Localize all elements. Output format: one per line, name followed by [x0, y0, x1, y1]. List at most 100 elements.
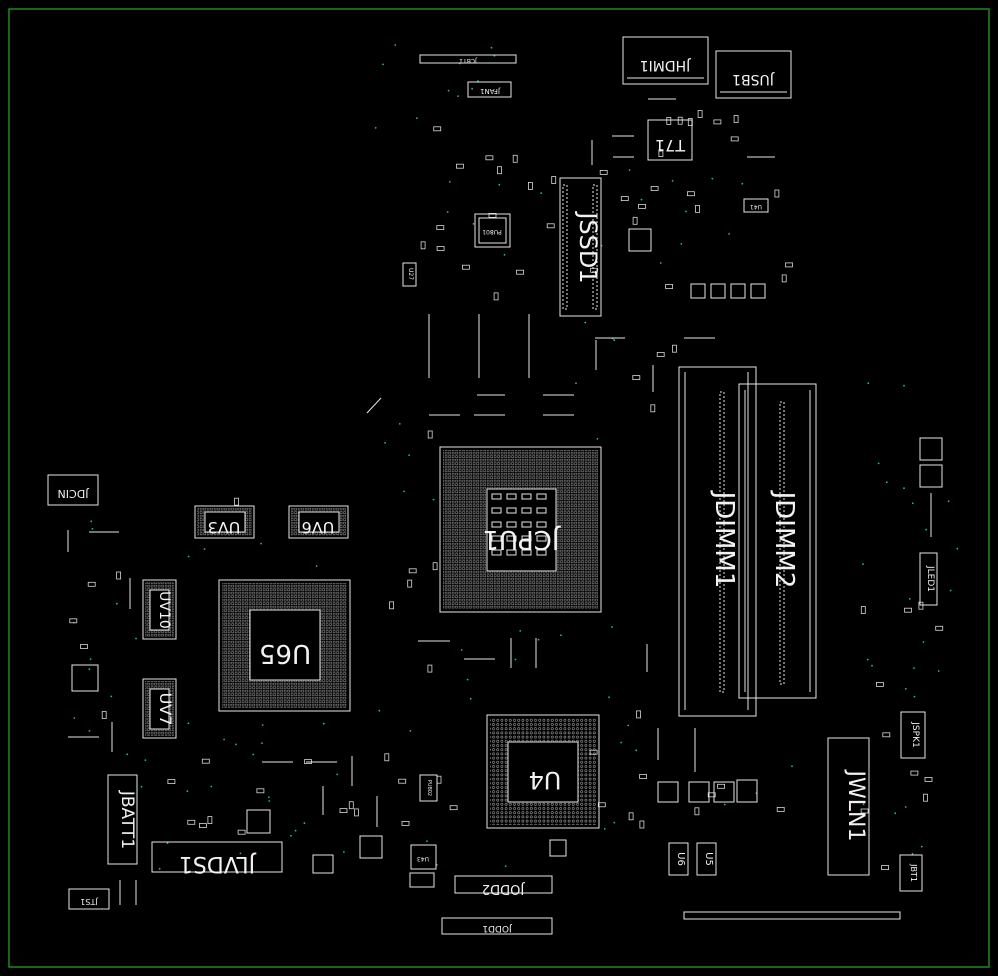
via	[885, 481, 888, 484]
cpu-center-pad	[521, 521, 532, 528]
via	[596, 438, 599, 440]
via	[260, 542, 262, 545]
jdcin-connector[interactable]: JDCIN	[47, 474, 99, 506]
passive-footprint	[551, 176, 557, 184]
uv6-chip[interactable]: UV6	[288, 505, 349, 539]
jbatt1-connector[interactable]: JBATT1	[107, 774, 138, 865]
via	[88, 668, 91, 671]
via	[627, 724, 630, 727]
passive-footprint	[638, 203, 646, 209]
jdcin-label: JDCIN	[58, 487, 90, 500]
cpu-center-pad	[521, 535, 532, 542]
via	[504, 865, 507, 867]
passive-footprint	[256, 788, 265, 794]
jlvds1-connector[interactable]: JLVDS1	[151, 841, 283, 876]
passive-footprint	[935, 625, 944, 631]
u27-chip[interactable]: U27	[402, 262, 417, 287]
pu802-chip[interactable]: PU802	[419, 774, 438, 802]
passive-footprint	[167, 779, 176, 784]
jbt1-connector[interactable]: JBT1	[899, 854, 923, 892]
jts1-connector[interactable]: JTS1	[68, 888, 110, 910]
via	[922, 641, 925, 643]
passive-footprint	[924, 777, 933, 782]
passive-footprint	[234, 497, 240, 506]
u43-chip[interactable]: U43	[410, 844, 437, 870]
via	[911, 853, 914, 855]
passive-footprint	[436, 775, 442, 784]
via	[911, 502, 914, 505]
uv10-chip[interactable]: UV10	[142, 579, 177, 640]
via	[498, 183, 501, 186]
jdimm2-slot[interactable]: JDIMM2	[738, 383, 817, 699]
via	[904, 687, 907, 690]
passive-footprint	[717, 783, 725, 789]
via	[394, 44, 397, 46]
uv3-chip[interactable]: UV3	[194, 505, 255, 539]
pu801-chip[interactable]: PU801	[474, 213, 511, 248]
u65-chip[interactable]: U65	[218, 579, 351, 712]
via	[252, 753, 255, 756]
uv10-label: UV10	[156, 591, 172, 629]
via	[158, 867, 161, 870]
via	[90, 520, 93, 523]
cpu-center-pad	[521, 507, 532, 514]
passive-footprint	[493, 292, 499, 301]
u41-chip[interactable]: U41	[743, 198, 769, 213]
t71-transformer[interactable]: T71	[647, 119, 693, 161]
via-layer	[72, 44, 959, 870]
via	[294, 829, 297, 832]
jodd1-connector[interactable]: JODD1	[441, 917, 553, 935]
uv7-chip[interactable]: UV7	[142, 678, 177, 739]
jwln1-connector[interactable]: JWLN1	[827, 737, 870, 876]
cpu-center-pad	[506, 549, 517, 556]
u6-chip[interactable]: U6	[668, 842, 689, 876]
u5-chip[interactable]: U5	[696, 842, 717, 876]
via	[575, 382, 577, 385]
passive-footprint	[427, 430, 433, 439]
jfan1-connector[interactable]: JFAN1	[467, 81, 512, 98]
passive-footprint	[910, 770, 919, 776]
via	[956, 547, 959, 550]
via	[409, 730, 412, 732]
jled1-connector[interactable]: JLED1	[919, 552, 938, 606]
passive-footprint	[87, 581, 96, 587]
jhdmi1-connector[interactable]: JHDMI1	[622, 36, 709, 85]
cpu-center-pad	[506, 535, 517, 542]
jspk1-connector[interactable]: JSPK1	[900, 711, 926, 759]
jcbt1-connector[interactable]: JCBT1	[419, 54, 517, 64]
pu802-label: PU802	[426, 780, 432, 796]
via	[503, 253, 506, 256]
passive-footprint	[687, 191, 695, 197]
jbt1-label: JBT1	[909, 863, 918, 882]
passive-footprint	[650, 186, 659, 191]
passive-footprint	[433, 126, 442, 132]
jodd2-connector[interactable]: JODD2	[454, 875, 553, 896]
u4-chip[interactable]: U4	[486, 714, 600, 829]
passive-footprint	[408, 568, 417, 574]
via	[711, 177, 714, 180]
passive-footprint	[116, 571, 121, 580]
jcpu1-socket[interactable]: JCPU1	[439, 446, 602, 613]
jdimm1-slot[interactable]: JDIMM1	[678, 366, 757, 717]
via	[620, 741, 622, 744]
via	[126, 753, 129, 756]
via	[866, 658, 869, 661]
jssd1-connector[interactable]: JSSD1	[559, 177, 602, 317]
passive-footprint	[488, 212, 497, 218]
passive-footprint	[546, 223, 555, 229]
uv3-label: UV3	[208, 518, 241, 537]
u27-label: U27	[407, 268, 414, 280]
passive-footprint	[449, 805, 458, 811]
passive-footprint	[590, 267, 598, 273]
via	[187, 555, 190, 558]
jlvds1-label: JLVDS1	[179, 851, 257, 876]
via	[937, 670, 940, 672]
via	[448, 181, 451, 183]
passive-footprint	[407, 579, 413, 588]
via	[460, 649, 463, 651]
via	[947, 500, 950, 503]
jusb1-connector[interactable]: JUSB1	[715, 50, 792, 99]
passive-footprint	[639, 820, 645, 829]
jbatt1-label: JBATT1	[117, 790, 137, 849]
via	[613, 821, 616, 824]
